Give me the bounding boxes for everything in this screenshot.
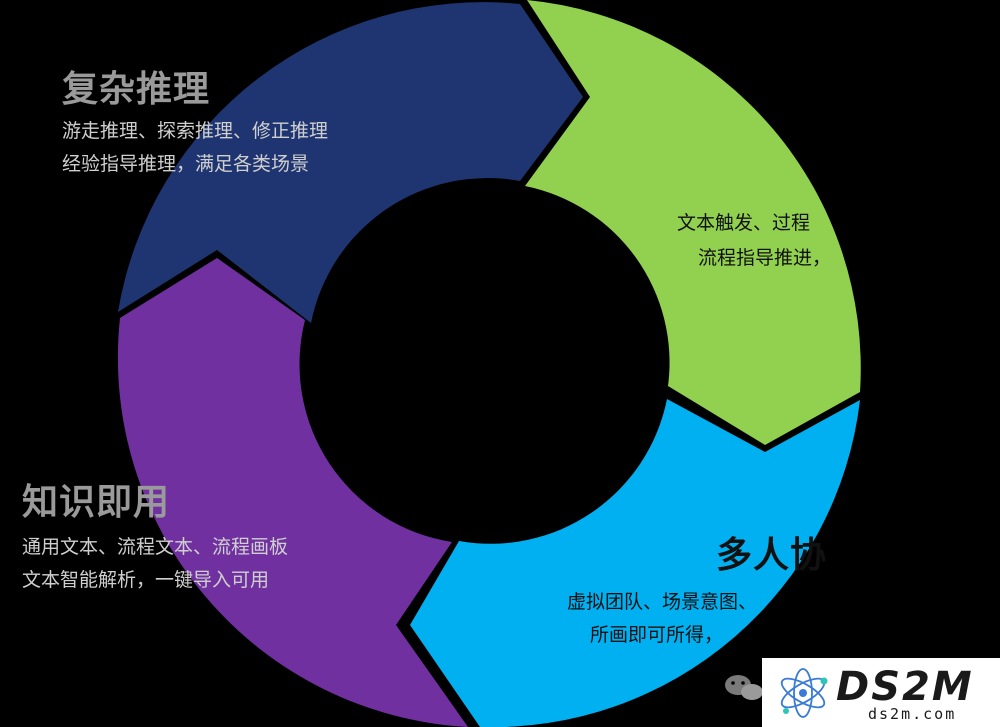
segment-collab (410, 399, 860, 727)
segment-knowledge (117, 258, 469, 727)
reasoning-line-1: 游走推理、探索推理、修正推理 (62, 120, 328, 142)
watermark-title: DS2M (836, 664, 974, 710)
reasoning-title: 复杂推理 (62, 69, 210, 110)
watermark-subtitle: ds2m.com (868, 705, 956, 723)
knowledge-line-2: 文本智能解析，一键导入可用 (22, 569, 269, 591)
process-line-2: 流程指导推进， (698, 247, 831, 269)
collab-line-1: 虚拟团队、场景意图、 (567, 591, 757, 613)
wechat-icon (725, 675, 763, 700)
collab-title: 多人协 (716, 535, 827, 576)
segment-reasoning (118, 2, 583, 324)
atom-logo-icon (780, 668, 828, 718)
knowledge-title: 知识即用 (22, 482, 170, 523)
segment-process (525, 0, 861, 445)
reasoning-line-2: 经验指导推理，满足各类场景 (62, 153, 309, 175)
knowledge-line-1: 通用文本、流程文本、流程画板 (22, 536, 288, 558)
process-line-1: 文本触发、过程 (677, 212, 810, 234)
collab-line-2: 所画即可所得， (590, 624, 723, 646)
